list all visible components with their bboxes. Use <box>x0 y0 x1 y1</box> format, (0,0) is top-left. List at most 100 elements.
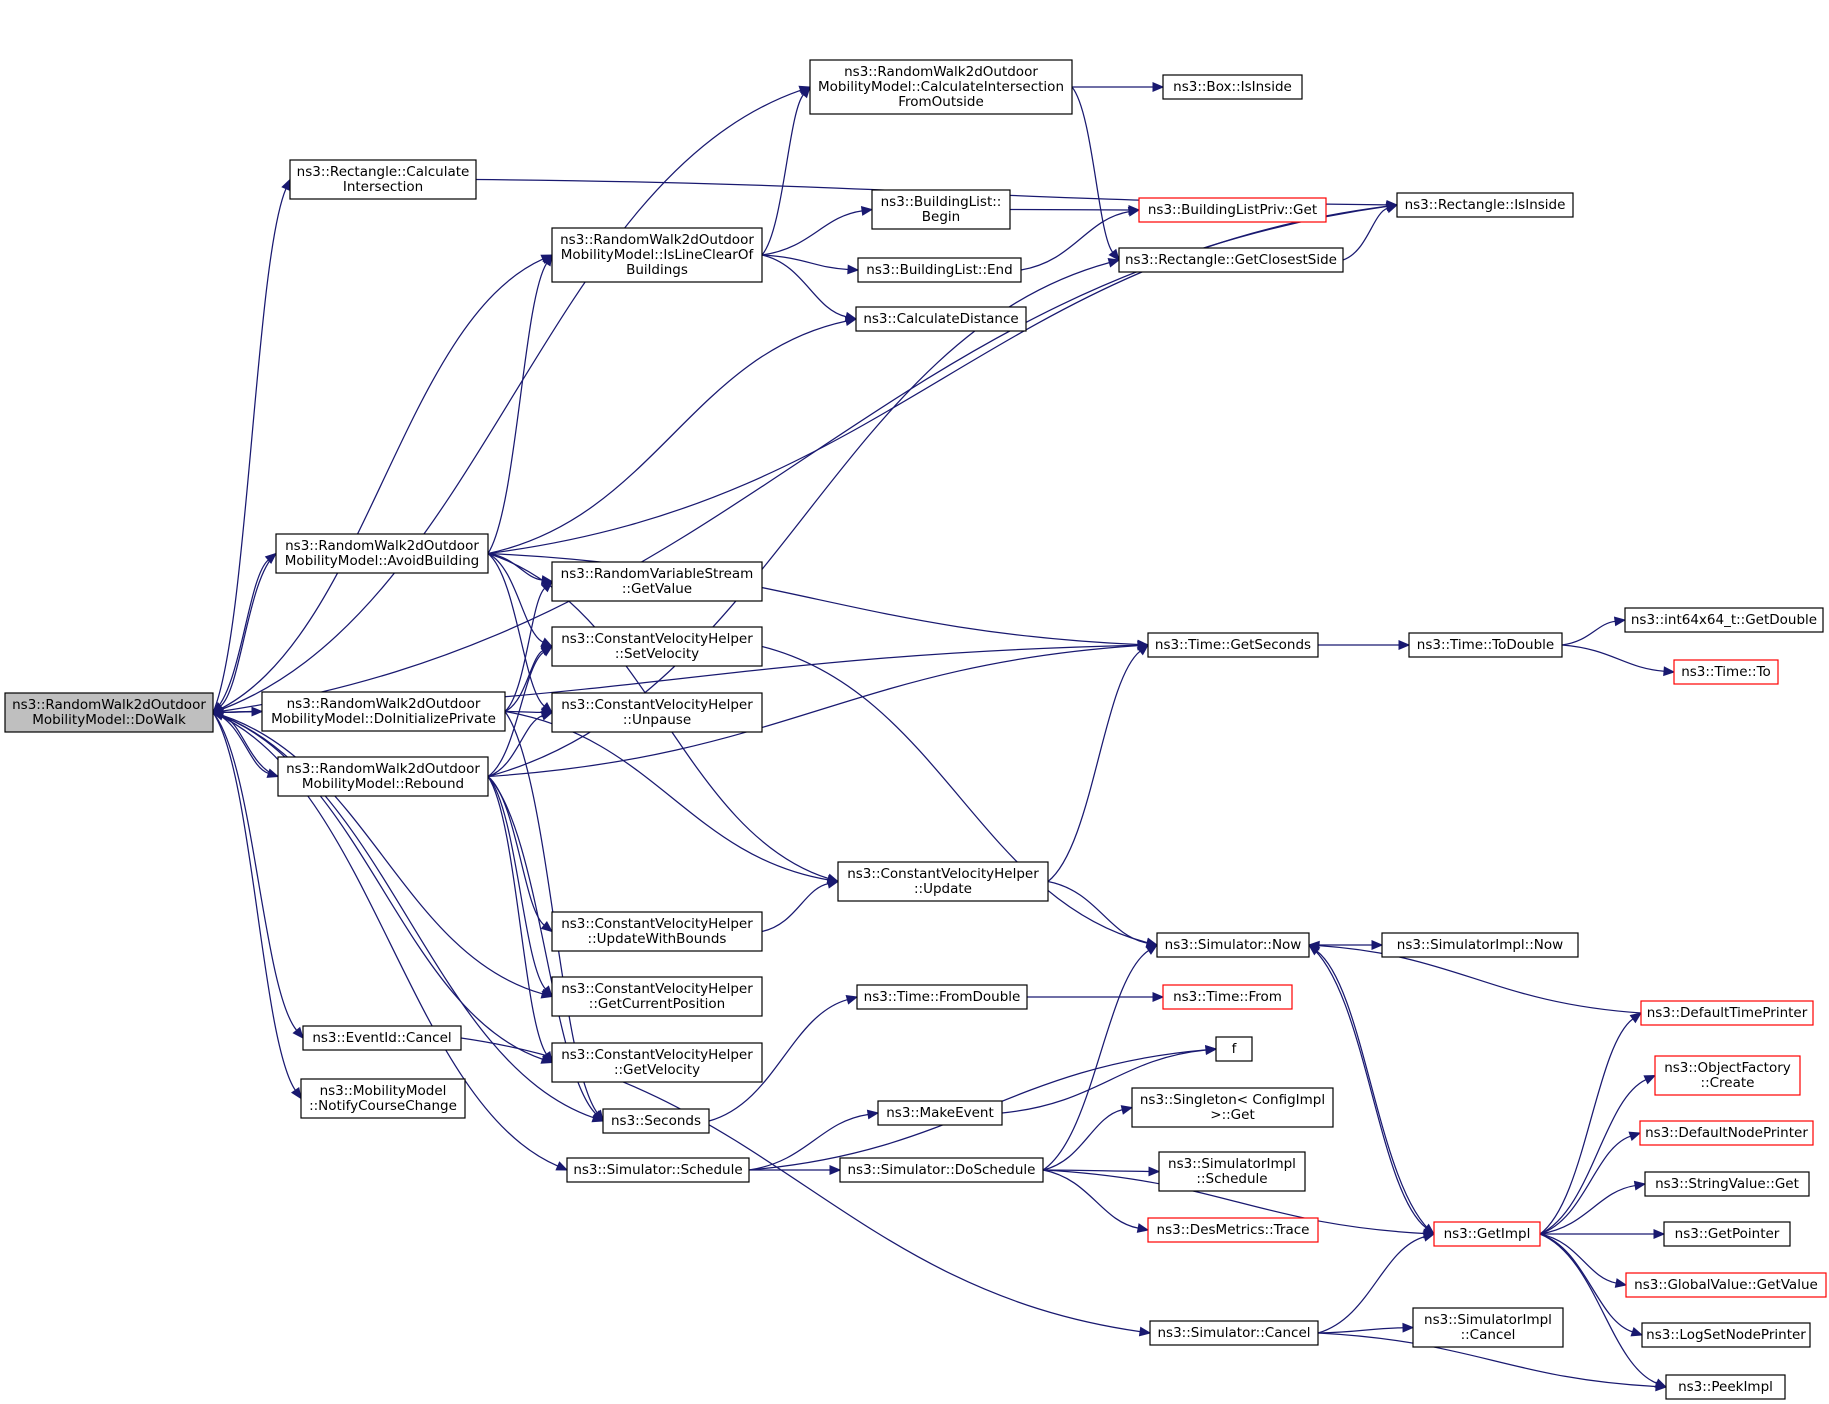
edge-isLineClear-to-calcDist <box>761 254 858 322</box>
arrowhead <box>1307 944 1321 956</box>
arrowhead <box>1614 1278 1628 1288</box>
edge-dowalk-to-notifyCourse <box>212 712 302 1100</box>
edge-line <box>212 711 543 1060</box>
node-logSetNodePrinter[interactable]: ns3::LogSetNodePrinter <box>1641 1322 1811 1348</box>
node-defTimePrinter[interactable]: ns3::DefaultTimePrinter <box>1640 1000 1814 1026</box>
edge-cvhSetVel-to-simNow <box>761 645 1159 948</box>
node-rebound[interactable]: ns3::RandomWalk2dOutdoorMobilityModel::R… <box>277 756 489 797</box>
edge-line <box>1020 211 1130 271</box>
node-seconds[interactable]: ns3::Seconds <box>602 1108 710 1134</box>
node-doInitPriv[interactable]: ns3::RandomWalk2dOutdoorMobilityModel::D… <box>261 691 506 732</box>
node-simCancel[interactable]: ns3::Simulator::Cancel <box>1149 1320 1319 1346</box>
node-timeTo[interactable]: ns3::Time::To <box>1673 659 1779 685</box>
node-isLineClear[interactable]: ns3::RandomWalk2dOutdoorMobilityModel::I… <box>551 227 763 283</box>
arrowhead <box>1136 1223 1150 1233</box>
edge-blBegin-to-blPrivGet <box>1009 205 1141 215</box>
node-cvhSetVel[interactable]: ns3::ConstantVelocityHelper::SetVelocity <box>551 626 763 667</box>
edge-line <box>487 645 1139 778</box>
node-cvhUpdate[interactable]: ns3::ConstantVelocityHelper::Update <box>837 861 1049 902</box>
node-simImplNow[interactable]: ns3::SimulatorImpl::Now <box>1381 932 1579 958</box>
node-timeFrom[interactable]: ns3::Time::From <box>1162 984 1293 1010</box>
node-simImplCancel[interactable]: ns3::SimulatorImpl::Cancel <box>1412 1307 1564 1348</box>
node-label-line: ns3::SimulatorImpl <box>1168 1156 1296 1172</box>
edge-line <box>487 776 546 990</box>
edge-simDoSchedule-to-simImplSchedule <box>1042 1166 1161 1177</box>
edge-dowalk-to-simSchedule <box>212 711 569 1171</box>
node-box <box>871 189 1011 230</box>
node-notifyCourse[interactable]: ns3::MobilityModel::NotifyCourseChange <box>300 1078 466 1119</box>
node-label-line: Intersection <box>343 179 423 195</box>
edge-line <box>487 552 543 581</box>
edge-avoidBuilding-to-isLineClear <box>487 253 553 554</box>
node-simSchedule[interactable]: ns3::Simulator::Schedule <box>566 1157 750 1183</box>
node-singletonGet[interactable]: ns3::Singleton< ConfigImpl>::Get <box>1131 1087 1334 1128</box>
node-label-line: ::Schedule <box>1196 1171 1267 1187</box>
edge-line <box>748 1113 869 1171</box>
node-cvhUpdBounds[interactable]: ns3::ConstantVelocityHelper::UpdateWithB… <box>551 911 763 952</box>
node-blBegin[interactable]: ns3::BuildingList::Begin <box>871 189 1011 230</box>
node-timeFromDouble[interactable]: ns3::Time::FromDouble <box>856 984 1028 1010</box>
arrowhead <box>1422 1232 1436 1242</box>
node-label-line: MobilityModel::DoWalk <box>32 712 186 728</box>
arrowhead <box>281 178 291 192</box>
node-label-line: MobilityModel::CalculateIntersection <box>818 79 1064 95</box>
node-rvsGetValue[interactable]: ns3::RandomVariableStream::GetValue <box>551 561 763 602</box>
node-avoidBuilding[interactable]: ns3::RandomWalk2dOutdoorMobilityModel::A… <box>275 533 489 574</box>
node-simDoSchedule[interactable]: ns3::Simulator::DoSchedule <box>839 1157 1044 1183</box>
arrowhead <box>540 921 554 933</box>
node-rectClosest[interactable]: ns3::Rectangle::GetClosestSide <box>1118 247 1344 273</box>
edge-calcInterOutside-to-boxIsInside <box>1072 82 1165 92</box>
arrowhead <box>1138 1326 1152 1337</box>
node-label-line: ns3::RandomVariableStream <box>561 566 754 582</box>
edge-line <box>1042 1169 1150 1173</box>
edge-isLineClear-to-calcInterOutside <box>761 86 811 256</box>
node-gvGetValue[interactable]: ns3::GlobalValue::GetValue <box>1625 1272 1827 1298</box>
node-makeEvent[interactable]: ns3::MakeEvent <box>877 1100 1003 1126</box>
edge-simCancel-to-getImpl <box>1317 1232 1436 1334</box>
node-simImplSchedule[interactable]: ns3::SimulatorImpl::Schedule <box>1158 1151 1306 1192</box>
node-defNodePrinter[interactable]: ns3::DefaultNodePrinter <box>1639 1120 1814 1146</box>
edge-isLineClear-to-blBegin <box>761 206 874 256</box>
node-box <box>1162 74 1303 100</box>
edge-dowalk-to-isLineClear <box>212 254 554 714</box>
node-stringValGet[interactable]: ns3::StringValue::Get <box>1644 1171 1810 1197</box>
node-calcDist[interactable]: ns3::CalculateDistance <box>855 306 1027 332</box>
node-timeGetSec[interactable]: ns3::Time::GetSeconds <box>1147 632 1319 658</box>
node-eventCancel[interactable]: ns3::EventId::Cancel <box>302 1025 462 1051</box>
node-f[interactable]: f <box>1215 1036 1253 1062</box>
edge-line <box>1317 1236 1425 1334</box>
node-label-line: ::GetCurrentPosition <box>589 996 725 1012</box>
arrowhead <box>829 1165 842 1175</box>
edge-line <box>504 710 543 714</box>
node-boxIsInside[interactable]: ns3::Box::IsInside <box>1162 74 1303 100</box>
edge-makeEvent-to-f <box>1001 1045 1218 1114</box>
node-getPointer[interactable]: ns3::GetPointer <box>1663 1221 1791 1247</box>
edge-line <box>212 258 544 714</box>
node-rectIsInside[interactable]: ns3::Rectangle::IsInside <box>1396 192 1574 218</box>
node-desTrace[interactable]: ns3::DesMetrics::Trace <box>1147 1217 1319 1243</box>
node-label-line: ns3::Time::FromDouble <box>864 989 1021 1005</box>
node-blPrivGet[interactable]: ns3::BuildingListPriv::Get <box>1138 197 1327 223</box>
node-cvhUnpause[interactable]: ns3::ConstantVelocityHelper::Unpause <box>551 692 763 733</box>
node-int64GetDouble[interactable]: ns3::int64x64_t::GetDouble <box>1624 607 1824 633</box>
edge-doInitPriv-to-cvhUpdate <box>504 710 840 885</box>
node-objFactCreate[interactable]: ns3::ObjectFactory::Create <box>1654 1055 1801 1096</box>
node-rectCalcInter[interactable]: ns3::Rectangle::CalculateIntersection <box>289 159 477 200</box>
node-calcInterOutside[interactable]: ns3::RandomWalk2dOutdoorMobilityModel::C… <box>809 59 1073 115</box>
node-cvhGetPos[interactable]: ns3::ConstantVelocityHelper::GetCurrentP… <box>551 976 763 1017</box>
node-simNow[interactable]: ns3::Simulator::Now <box>1156 932 1310 958</box>
node-cvhGetVel[interactable]: ns3::ConstantVelocityHelper::GetVelocity <box>551 1042 763 1083</box>
edge-timeGetSec-to-timeToDouble <box>1318 640 1411 650</box>
node-label-line: ns3::int64x64_t::GetDouble <box>1631 612 1817 628</box>
nodes-layer: ns3::RandomWalk2dOutdoorMobilityModel::D… <box>4 59 1827 1400</box>
node-peekImpl[interactable]: ns3::PeekImpl <box>1665 1374 1786 1400</box>
edge-getImpl-to-defNodePrinter <box>1539 1131 1642 1235</box>
node-blEnd[interactable]: ns3::BuildingList::End <box>857 257 1022 283</box>
node-getImpl[interactable]: ns3::GetImpl <box>1433 1221 1541 1247</box>
edge-line <box>761 210 863 256</box>
edge-rebound-to-cvhSetVel <box>487 645 554 778</box>
node-label-line: ns3::ConstantVelocityHelper <box>561 981 753 997</box>
node-timeToDouble[interactable]: ns3::Time::ToDouble <box>1408 632 1563 658</box>
node-dowalk[interactable]: ns3::RandomWalk2dOutdoorMobilityModel::D… <box>4 692 214 733</box>
